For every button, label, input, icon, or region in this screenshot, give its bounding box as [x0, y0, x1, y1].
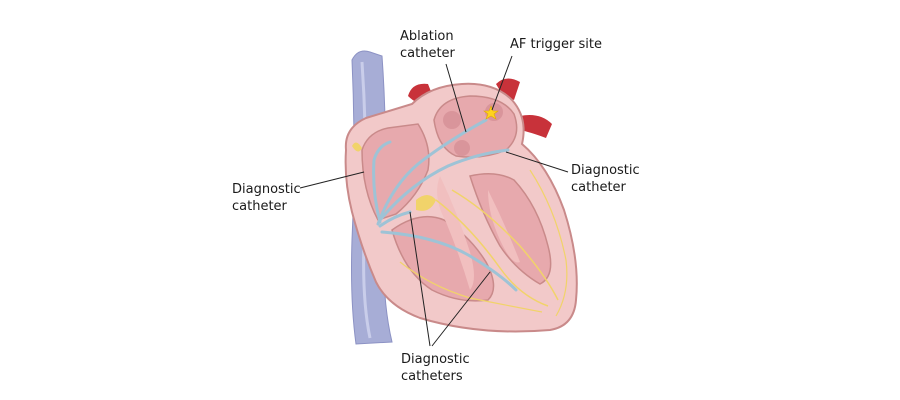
- diagnostic-catheter-rv-line: [380, 230, 518, 292]
- af-trigger-star-icon: [483, 105, 499, 120]
- av-node-bundle: [416, 195, 436, 211]
- conduction-pathway-sa-node: [352, 142, 362, 152]
- ablation-catheter-line: [376, 118, 488, 226]
- pulmonary-vein-ostium-2: [454, 140, 470, 156]
- leader-ablation: [445, 63, 467, 133]
- septum-muscle: [437, 176, 474, 290]
- diagnostic-catheter-right-line: [378, 148, 510, 222]
- leader-diagnostic-right: [505, 151, 569, 173]
- conduction-pathway-right: [435, 199, 549, 307]
- leader-diagnostic-bottom-1: [409, 211, 431, 347]
- leader-diagnostic-bottom-2: [431, 271, 491, 347]
- af-trigger-site-label: AF trigger site: [510, 37, 603, 52]
- pulmonary-vein-ostium-1: [443, 111, 461, 129]
- diagnostic-catheters-bottom-label: Diagnostic catheters: [401, 352, 470, 384]
- papillary-muscle: [488, 190, 520, 263]
- diagnostic-catheter-his-line: [378, 210, 412, 228]
- diagnostic-catheter-left-line: [372, 140, 392, 224]
- leader-af-trigger: [491, 55, 513, 111]
- leader-diagnostic-left: [299, 171, 365, 189]
- conduction-pathway-outer: [529, 169, 568, 317]
- conduction-pathway-left: [451, 189, 559, 301]
- diagnostic-catheter-right-label: Diagnostic catheter: [571, 163, 640, 195]
- pulmonary-vessel-right: [520, 115, 552, 138]
- diagnostic-catheter-left-label: Diagnostic catheter: [232, 182, 301, 214]
- ablation-catheter-label: Ablation catheter: [400, 29, 455, 61]
